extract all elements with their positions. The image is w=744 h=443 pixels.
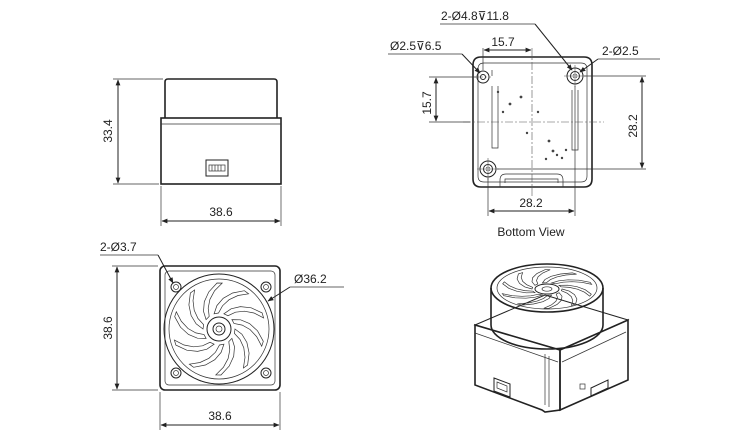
corner-hole-icon: [260, 367, 272, 379]
bottom-view-caption: Bottom View: [497, 225, 564, 239]
fan-blade: [516, 272, 534, 290]
fan-blade: [213, 290, 250, 315]
bottom-right-spacing-label: 28.2: [626, 114, 640, 138]
fan-blade: [231, 319, 264, 348]
center-hub-icon: [534, 283, 560, 295]
top-view: 2-Ø3.7 Ø36.2 38.6 38.6: [100, 240, 344, 430]
bottom-bottom-spacing-label: 28.2: [519, 196, 543, 210]
bottom-hole-b-label: Ø2.5⊽6.5: [390, 39, 442, 53]
isometric-view: [473, 263, 630, 413]
bottom-detail-dots: [496, 90, 568, 161]
top-outer-body: [159, 265, 281, 391]
fan-blade: [550, 279, 593, 285]
top-width-label: 38.6: [208, 409, 232, 423]
center-hub-icon: [206, 316, 232, 342]
fan-blade: [541, 272, 577, 284]
bottom-left-spacing-label: 15.7: [420, 91, 434, 115]
fan-blade: [517, 294, 553, 306]
fan-blade: [558, 284, 592, 297]
bottom-small-hole-icon: [475, 70, 491, 84]
front-top-cap: [164, 78, 278, 118]
fan-blade: [203, 282, 224, 321]
top-hole-label: 2-Ø3.7: [100, 240, 137, 254]
top-height-label: 38.6: [101, 316, 115, 340]
corner-hole-icon: [260, 281, 272, 293]
corner-hole-icon: [170, 281, 182, 293]
connector-port-icon: [493, 377, 511, 398]
front-width-label: 38.6: [209, 205, 233, 219]
fan-blade: [174, 310, 207, 339]
fan-blade: [501, 293, 544, 299]
bottom-counterbore-hole-icon: [477, 158, 499, 180]
front-height-label: 33.4: [101, 119, 115, 143]
bottom-counterbore-hole-icon: [564, 65, 586, 87]
front-body: [160, 117, 282, 185]
bottom-outer-body: [472, 56, 593, 188]
fan-blades-icon: [173, 282, 265, 376]
top-disc-label: Ø36.2: [294, 272, 327, 286]
bottom-top-spacing-label: 15.7: [491, 35, 515, 49]
fan-blade: [223, 306, 265, 319]
fan-blade: [214, 337, 235, 376]
bottom-view: 15.7 15.7 28.2 28.2 2-Ø4.8⊽11.8 Ø2.5⊽6.5…: [388, 9, 660, 239]
front-view: 33.4 38.6: [101, 78, 282, 226]
connector-port-icon: [205, 159, 229, 177]
fan-blade: [560, 288, 578, 306]
fan-blade: [173, 339, 215, 352]
fan-blade: [188, 343, 225, 368]
fan-blade: [502, 281, 536, 294]
fan-blade: [234, 328, 250, 369]
corner-hole-icon: [170, 367, 182, 379]
fan-blade: [188, 289, 204, 330]
fan-blade: [531, 269, 551, 286]
fan-blades-icon: [501, 269, 593, 309]
fan-blade: [543, 292, 563, 309]
bottom-hole-c-label: 2-Ø2.5: [602, 44, 639, 58]
isometric-disc: [490, 263, 604, 313]
top-disc: [163, 273, 275, 385]
bottom-hole-a-label: 2-Ø4.8⊽11.8: [441, 9, 509, 23]
